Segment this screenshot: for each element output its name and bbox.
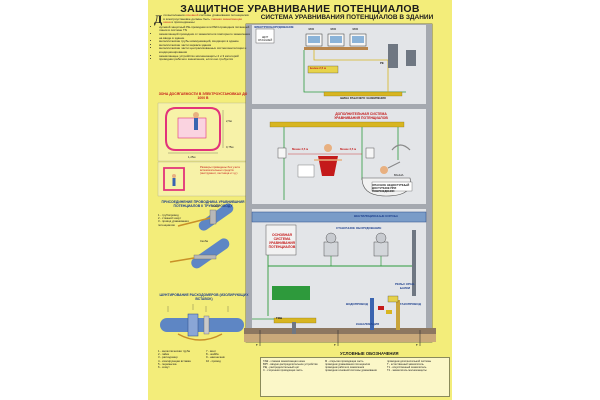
computer-label: ЭВМ: [308, 27, 315, 31]
legend-title: УСЛОВНЫЕ ОБОЗНАЧЕНИЯ: [340, 351, 399, 356]
dimension-label: 0,75м: [226, 145, 234, 149]
floor-slab: [246, 204, 432, 209]
gas-pipe-label: ГАЗОПРОВОД: [400, 302, 421, 306]
vent-ducts-label: ВЕНТИЛЯЦИОННЫЕ КОРОБА: [354, 214, 399, 218]
reach-zone-title: ЗОНА ДОСЯГАЕМОСТИ В ЭЛЕКТРОУСТАНОВКАХ ДО…: [158, 92, 248, 100]
sewer-label: КАНАЛИЗАЦИЯ: [356, 322, 380, 326]
ground-electrode-label: Т: [334, 343, 336, 347]
dimension-label: 1,25м: [188, 155, 196, 159]
dimension-label: 2,5м: [226, 119, 232, 123]
building-diagram-title: СИСТЕМА УРАВНИВАНИЯ ПОТЕНЦИАЛОВ В ЗДАНИИ: [260, 14, 434, 21]
list-item: металлические части централизованных сис…: [159, 46, 250, 54]
list-item: нулевой защитный РЕ-проводник или PEN-пр…: [159, 25, 250, 33]
shunt-notes-right: 7 - винт 8 - шайба 9 - наконечник 10 - п…: [206, 349, 225, 363]
main-ground-bus-label: ГЗШ: [276, 316, 283, 320]
legend-column-1: ГЗШ - главная заземляющая шина ВРУ - вво…: [263, 360, 318, 372]
legend: ГЗШ - главная заземляющая шина ВРУ - вво…: [260, 357, 450, 397]
shunt-notes-left: 1 - металлическая труба 2 - гайка 3 - ра…: [158, 349, 191, 370]
list-item: заземляющее устройство молниезащиты 2 и …: [159, 54, 250, 59]
clamp-label: Хомут: [212, 204, 221, 208]
computer-label: ЭВМ: [330, 27, 337, 31]
distance-label: Более 2,5 м: [310, 66, 327, 70]
intro-bullet-list: нулевой защитный РЕ-проводник или PEN-пр…: [154, 25, 250, 62]
floor-slab: [246, 104, 432, 109]
pipe-clamp-notes: 1 - трубопровод 2 - стяжной хомут 3 - пр…: [158, 213, 189, 227]
computer-label: ЭВМ: [352, 27, 359, 31]
floor-panel-label: ЩИТ ЭТАЖНЫЙ: [257, 35, 273, 43]
shunt-title: ШУНТИРОВАНИЕ РАСХОДОМЕРОВ (ИЗОЛИРУЮЩИХ В…: [159, 293, 249, 301]
poster-graphics: [157, 23, 436, 346]
list-item: проводник рабочего заземления, если оно …: [159, 58, 250, 62]
legend-column-2: М - открытая проводящая часть проводник …: [325, 360, 377, 372]
distance-label: Менее 2,5 м: [292, 147, 309, 151]
electrical-equipment-label: ЭЛЕКТРООБОРУДОВАНИЕ: [254, 25, 294, 29]
legend-column-3: проводник дополнительной системы Т - ест…: [387, 360, 432, 372]
shunt-diagram: [160, 304, 244, 341]
bath-label: ВАННА: [394, 173, 404, 177]
list-item: металлические трубы коммуникаций, входящ…: [159, 40, 250, 44]
equipment-label: СТАНОЧНОЕ ОБОРУДОВАНИЕ: [336, 226, 382, 230]
additional-system-title: ДОПОЛНИТЕЛЬНАЯ СИСТЕМА УРАВНИВАНИЯ ПОТЕН…: [334, 112, 388, 120]
water-pipe-label: ВОДОПРОВОД: [346, 302, 368, 306]
main-system-label: ОСНОВНАЯ СИСТЕМА УРАВНИВАНИЯ ПОТЕНЦИАЛОВ: [268, 233, 296, 249]
ground-electrode-label: Т: [416, 343, 418, 347]
reach-zone-diagram: [157, 102, 249, 197]
reach-zone-note: Размеры приведены без учета вспомогатель…: [200, 165, 240, 176]
intro-text: Д ля выполнения основной системы уравнив…: [154, 12, 250, 62]
building-cutaway: [244, 23, 436, 346]
crane-rail-label: РЕЛЬС КРАН-БАЛКИ: [394, 282, 416, 290]
poster: ЗАЩИТНОЕ УРАВНИВАНИЕ ПОТЕНЦИАЛОВ СИСТЕМА…: [148, 0, 452, 400]
danger-warning: ОПАСНОЕ НЕДОСТУПНЫЙ ДОСТУПНОЕ ПРИ ПОВРЕЖ…: [372, 183, 410, 194]
work-ground-bus-label: ШИНА РАБОЧЕГО ЗАЗЕМЛЕНИЯ: [340, 96, 386, 100]
poster-title: ЗАЩИТНОЕ УРАВНИВАНИЕ ПОТЕНЦИАЛОВ: [180, 3, 420, 15]
bracket-label: Скоба: [200, 239, 208, 243]
list-item: металлические части каркаса здания: [159, 43, 250, 48]
ground-electrode-label: Т: [256, 343, 258, 347]
pipe-clamp-diagram: [169, 203, 234, 269]
distance-label: Менее 2,5 м: [340, 147, 357, 151]
drop-cap: Д: [154, 12, 163, 26]
list-item: заземляющий проводник от заземлителя пов…: [159, 32, 250, 40]
pe-label: РЕ: [380, 61, 384, 65]
pipe-clamp-title: ПРИСОЕДИНЕНИЕ ПРОВОДНИКА УРАВНИВАНИЯ ПОТ…: [161, 200, 245, 208]
